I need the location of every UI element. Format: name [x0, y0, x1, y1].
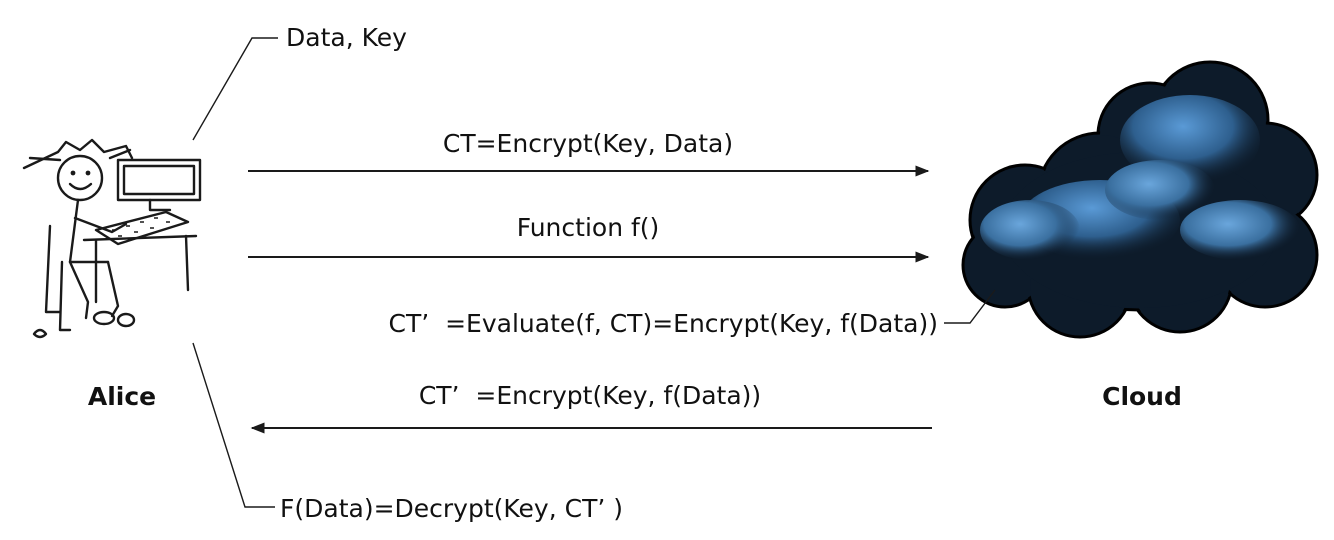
- encrypt-label: CT=Encrypt(Key, Data): [443, 129, 733, 158]
- person-at-computer-icon: [22, 138, 202, 339]
- data-key-label: Data, Key: [286, 23, 407, 52]
- cloud-icon: [961, 60, 1319, 339]
- cloud-label: Cloud: [1102, 382, 1182, 411]
- return-label: CT’ =Encrypt(Key, f(Data)): [419, 381, 761, 410]
- alice-label: Alice: [88, 382, 156, 411]
- decrypt-label: F(Data)=Decrypt(Key, CT’ ): [280, 494, 623, 523]
- evaluate-leader: [944, 289, 996, 324]
- data-key-leader: [192, 37, 278, 141]
- evaluate-label: CT’ =Evaluate(f, CT)=Encrypt(Key, f(Data…: [389, 309, 938, 338]
- decrypt-leader: [192, 342, 275, 508]
- function-label: Function f(): [517, 213, 660, 242]
